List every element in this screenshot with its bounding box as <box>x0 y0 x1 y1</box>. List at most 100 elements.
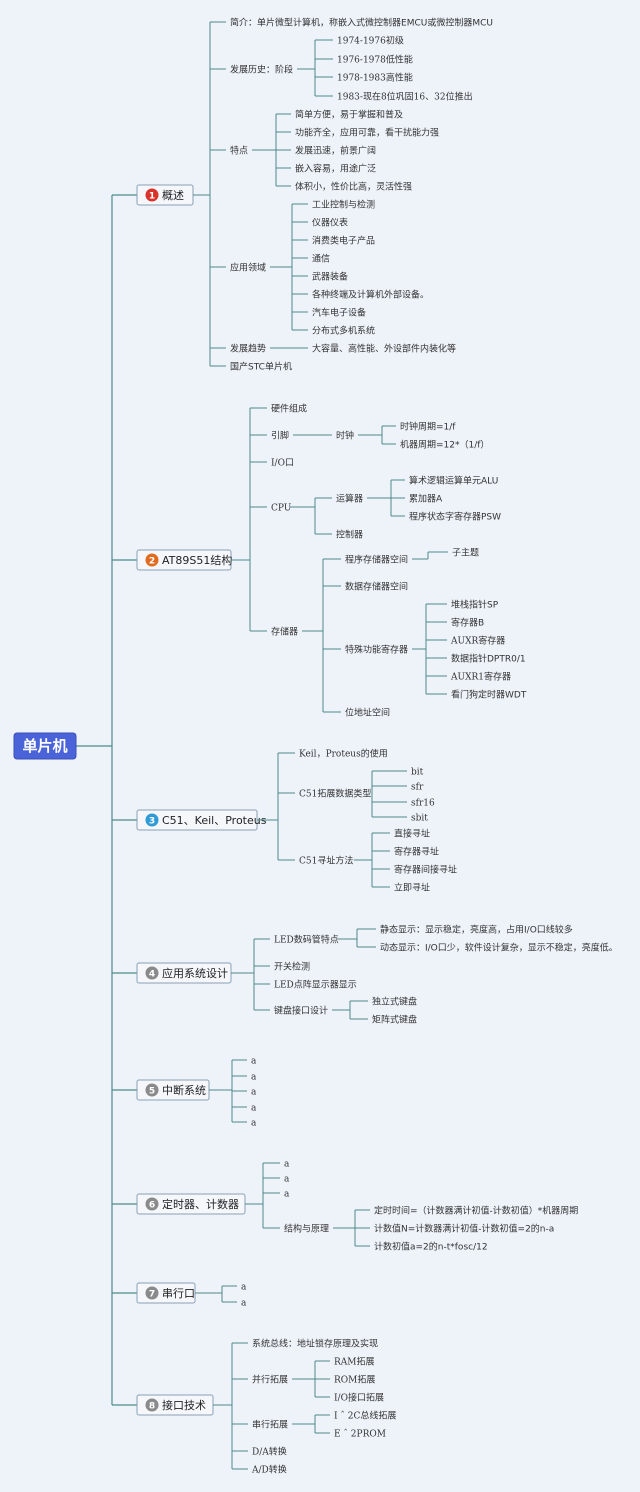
topic-label[interactable]: 硬件组成 <box>271 403 307 415</box>
subtopic-label[interactable]: 时钟 <box>336 430 354 442</box>
subtopic-label[interactable]: 发展迅速，前景广阔 <box>295 145 376 157</box>
subtopic-label[interactable]: 简单方便，易于掌握和普及 <box>295 109 403 121</box>
subtopic-label[interactable]: 计数初值a=2的n-t*fosc/12 <box>374 1241 488 1253</box>
topic-label[interactable]: a <box>284 1175 290 1185</box>
detail-label[interactable]: 寄存器B <box>451 617 484 629</box>
topic-label[interactable]: 并行拓展 <box>252 1374 288 1386</box>
subtopic-label[interactable]: 大容量、高性能、外设部件内装化等 <box>312 343 456 355</box>
topic-label[interactable]: 串行拓展 <box>252 1419 288 1431</box>
subtopic-label[interactable]: 定时时间=（计数器满计初值-计数初值）*机器周期 <box>374 1205 578 1217</box>
topic-label[interactable]: Keil，Proteus的使用 <box>299 748 388 760</box>
subtopic-label[interactable]: sbit <box>411 814 428 824</box>
topic-label[interactable]: 存储器 <box>271 626 298 638</box>
detail-label[interactable]: 机器周期=12*（1/f） <box>400 439 489 451</box>
subtopic-label[interactable]: 汽车电子设备 <box>312 307 366 319</box>
topic-label[interactable]: a <box>251 1057 257 1067</box>
detail-label[interactable]: 时钟周期=1/f <box>400 421 456 433</box>
topic-label[interactable]: C51拓展数据类型 <box>299 788 371 800</box>
subtopic-label[interactable]: I ˆ 2C总线拓展 <box>334 1410 396 1422</box>
subtopic-label[interactable]: 数据存储器空间 <box>345 581 408 593</box>
subtopic-label[interactable]: 武器装备 <box>312 271 348 283</box>
topic-label[interactable]: 国产STC单片机 <box>230 361 292 373</box>
subtopic-label[interactable]: 工业控制与检测 <box>312 199 375 211</box>
subtopic-label[interactable]: 运算器 <box>336 493 363 505</box>
topic-label[interactable]: a <box>284 1190 290 1200</box>
subtopic-label[interactable]: sfr <box>411 783 424 793</box>
subtopic-label[interactable]: 矩阵式键盘 <box>372 1014 417 1026</box>
topic-label[interactable]: LED数码管特点 <box>274 934 339 946</box>
subtopic-label[interactable]: 体积小，性价比高，灵活性强 <box>295 181 412 193</box>
detail-label[interactable]: 算术逻辑运算单元ALU <box>409 475 498 487</box>
subtopic-label[interactable]: 嵌入容易，用途广泛 <box>295 163 376 175</box>
subtopic-label[interactable]: 消费类电子产品 <box>312 235 375 247</box>
topic-label[interactable]: 系统总线：地址锁存原理及实现 <box>252 1338 378 1350</box>
subtopic-label[interactable]: 程序存储器空间 <box>345 554 408 566</box>
subtopic-label[interactable]: 各种终端及计算机外部设备。 <box>312 289 429 301</box>
subtopic-label[interactable]: 寄存器间接寻址 <box>394 864 457 876</box>
topic-label[interactable]: a <box>241 1299 247 1309</box>
detail-label[interactable]: AUXR1寄存器 <box>450 671 511 683</box>
subtopic-label[interactable]: 独立式键盘 <box>372 996 417 1008</box>
subtopic-label[interactable]: 直接寻址 <box>394 828 430 840</box>
topic-label[interactable]: a <box>251 1088 257 1098</box>
topic-label[interactable]: a <box>251 1119 257 1129</box>
detail-label[interactable]: AUXR寄存器 <box>450 635 505 647</box>
subtopic-label[interactable]: 1974-1976初级 <box>337 35 404 47</box>
subtopic-label[interactable]: 功能齐全，应用可靠，看干扰能力强 <box>295 127 439 139</box>
subtopic-label[interactable]: 通信 <box>312 253 330 265</box>
subtopic-label[interactable]: 仪器仪表 <box>312 217 348 229</box>
subtopic-label[interactable]: 寄存器寻址 <box>394 846 439 858</box>
subtopic-label[interactable]: 1976-1978低性能 <box>337 54 413 66</box>
topic-label[interactable]: CPU <box>271 504 292 514</box>
detail-label[interactable]: 程序状态字寄存器PSW <box>409 511 501 523</box>
subtopic-label[interactable]: 立即寻址 <box>394 882 430 894</box>
detail-label[interactable]: 看门狗定时器WDT <box>451 689 527 701</box>
subtopic-label[interactable]: sfr16 <box>411 799 435 809</box>
topic-label[interactable]: 应用领域 <box>230 262 266 274</box>
detail-label[interactable]: 堆栈指针SP <box>451 599 499 611</box>
topic-label[interactable]: A/D转换 <box>251 1464 287 1476</box>
subtopic-label[interactable]: E ˆ 2PROM <box>334 1429 386 1440</box>
subtopic-label[interactable]: 控制器 <box>336 529 363 541</box>
subtopic-label[interactable]: bit <box>411 768 424 778</box>
topic-label[interactable]: I/O口 <box>271 459 294 469</box>
topic-label[interactable]: 发展历史：阶段 <box>230 64 293 76</box>
topic-label[interactable]: D/A转换 <box>252 1446 287 1458</box>
topic-label[interactable]: 结构与原理 <box>284 1223 329 1235</box>
topic-label[interactable]: 键盘接口设计 <box>274 1005 328 1017</box>
subtopic-label[interactable]: 位地址空间 <box>345 707 390 719</box>
detail-label[interactable]: 累加器A <box>409 494 443 505</box>
topic-label[interactable]: C51寻址方法 <box>299 855 353 867</box>
topic-label[interactable]: 简介：单片微型计算机，称嵌入式微控制器EMCU或微控制器MCU <box>230 17 493 29</box>
subtopic-label[interactable]: I/O接口拓展 <box>334 1392 384 1404</box>
topic-label[interactable]: a <box>251 1073 257 1083</box>
subtopic-label[interactable]: 动态显示：I/O口少，软件设计复杂，显示不稳定，亮度低。 <box>380 942 618 954</box>
detail-label[interactable]: 数据指针DPTR0/1 <box>451 653 526 665</box>
detail-label[interactable]: 子主题 <box>452 547 479 559</box>
topic-label[interactable]: 特点 <box>230 145 248 157</box>
subtopic-label[interactable]: 1983-现在8位巩固16、32位推出 <box>337 91 473 103</box>
subtopic-label[interactable]: 1978-1983高性能 <box>337 72 413 84</box>
subtopic-label[interactable]: 静态显示：显示稳定，亮度高，占用I/O口线较多 <box>380 924 573 936</box>
subtopic-label[interactable]: 计数值N=计数器满计初值-计数初值=2的n-a <box>374 1223 554 1235</box>
topic-label[interactable]: a <box>284 1160 290 1170</box>
topic-label[interactable]: 开关检测 <box>274 961 310 973</box>
topic-label[interactable]: 引脚 <box>271 431 289 442</box>
topic-label[interactable]: 发展趋势 <box>230 343 266 355</box>
subtopic-label[interactable]: ROM拓展 <box>334 1374 375 1386</box>
root-node[interactable]: 单片机 <box>13 732 77 760</box>
subtopic-label[interactable]: 分布式多机系统 <box>312 325 375 337</box>
topic-label[interactable]: LED点阵显示器显示 <box>274 979 357 991</box>
subtopic-label[interactable]: 特殊功能寄存器 <box>345 644 408 656</box>
subtopic-label[interactable]: RAM拓展 <box>334 1356 375 1368</box>
topic-label[interactable]: a <box>251 1104 257 1114</box>
topic-label[interactable]: a <box>241 1283 247 1293</box>
